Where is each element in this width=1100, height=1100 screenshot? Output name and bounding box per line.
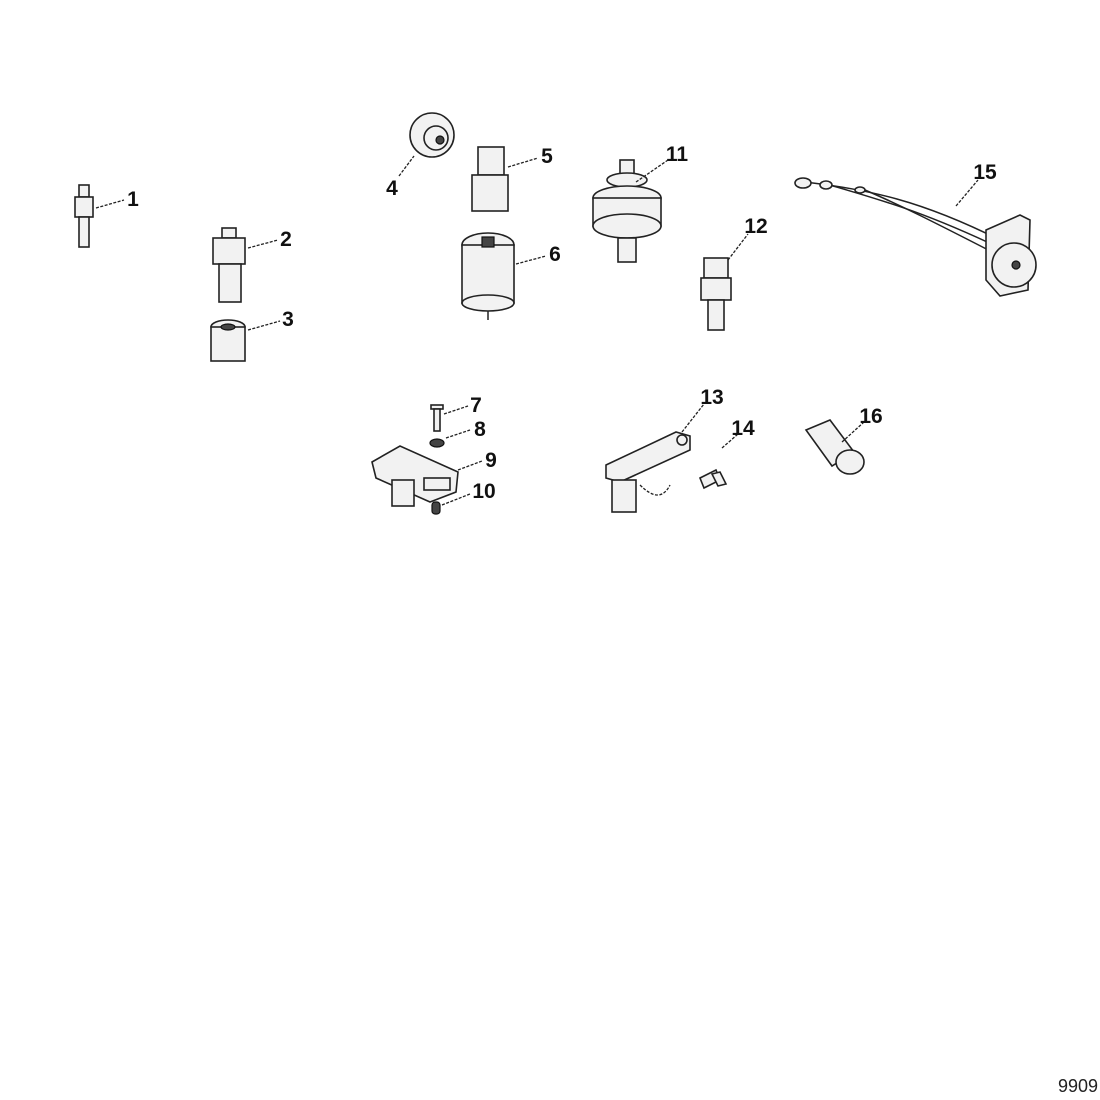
callout-4: 4: [386, 177, 398, 200]
callout-13: 13: [700, 386, 723, 409]
part-13-sensor-bracket: [605, 431, 691, 513]
part-1-sensor: [74, 184, 94, 248]
part-16-sensor: [804, 419, 865, 475]
callout-14: 14: [731, 417, 755, 440]
part-4-switch: [409, 112, 455, 158]
callout-16: 16: [859, 405, 882, 428]
callout-3: 3: [282, 308, 294, 331]
leader-lines: [95, 155, 979, 506]
callout-15: 15: [973, 161, 997, 184]
part-12-sensor: [700, 257, 732, 331]
figure-number: 9909: [1058, 1076, 1098, 1096]
part-9-module: [371, 445, 459, 507]
callout-5: 5: [541, 145, 553, 168]
callout-9: 9: [485, 449, 497, 472]
callout-10: 10: [472, 480, 495, 503]
part-8-washer: [429, 438, 445, 448]
part-15-coil-harness: [794, 177, 1037, 297]
part-6-pressure-sender: [461, 232, 515, 320]
part-3-bushing: [210, 319, 246, 362]
callout-6: 6: [549, 243, 561, 266]
part-11-knock-sensor: [592, 159, 662, 263]
part-14-screw: [698, 468, 728, 490]
callout-8: 8: [474, 418, 486, 441]
callout-2: 2: [280, 228, 292, 251]
part-7-screw: [430, 404, 444, 432]
callout-11: 11: [666, 143, 689, 166]
callout-1: 1: [127, 188, 139, 211]
part-5-fitting: [471, 146, 509, 212]
part-10-nut: [431, 501, 441, 515]
callout-7: 7: [470, 394, 482, 417]
part-2-temperature-sender: [212, 227, 246, 303]
callout-12: 12: [744, 215, 767, 238]
